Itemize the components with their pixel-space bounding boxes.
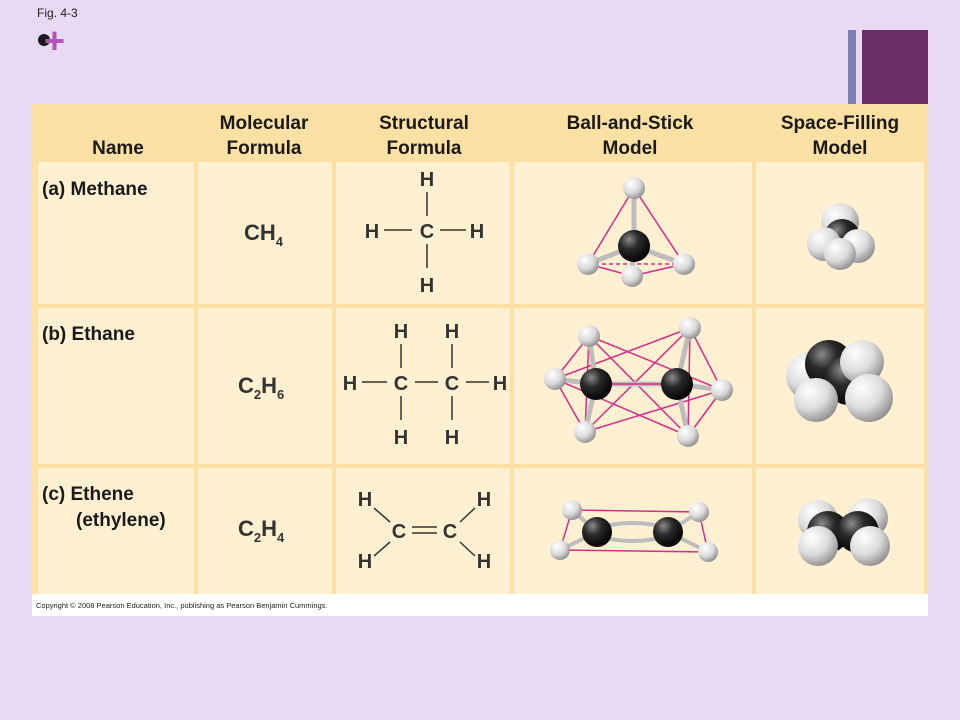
copyright-strip [32, 594, 928, 616]
header-space-line1: Space-Filling [781, 113, 899, 134]
structural-methane: H H C H H [365, 169, 484, 297]
figure-label: Fig. 4-3 [37, 6, 78, 20]
svg-text:H: H [420, 275, 434, 297]
ball-stick-ethane [544, 317, 733, 447]
header-molecular-line2: Formula [227, 138, 302, 159]
formula-ethane: C2H6 [238, 373, 284, 402]
header-ball-line1: Ball-and-Stick [567, 113, 694, 134]
svg-text:H: H [445, 427, 459, 449]
svg-text:H: H [394, 321, 408, 343]
svg-text:H: H [365, 221, 379, 243]
svg-text:H: H [343, 373, 357, 395]
svg-text:H: H [394, 427, 408, 449]
structural-ethane: H H H C C H H H [343, 321, 507, 449]
copyright-text: Copyright © 2008 Pearson Education, Inc.… [36, 601, 328, 610]
space-filling-ethene [798, 498, 890, 566]
svg-text:H: H [493, 373, 507, 395]
svg-text:C: C [394, 373, 408, 395]
row-name-ethene-alt: (ethylene) [76, 510, 166, 531]
space-filling-ethane [786, 340, 893, 422]
header-structural-line2: Formula [387, 138, 462, 159]
svg-text:C: C [392, 521, 406, 543]
header-space-line2: Model [813, 138, 868, 159]
row-name-ethane: (b) Ethane [42, 324, 135, 345]
svg-text:H: H [470, 221, 484, 243]
space-filling-methane [807, 203, 875, 270]
svg-text:H: H [477, 489, 491, 511]
svg-text:H: H [445, 321, 459, 343]
svg-text:C: C [420, 221, 434, 243]
table-cells [38, 162, 924, 594]
svg-text:C: C [445, 373, 459, 395]
header-ball-line2: Model [603, 138, 658, 159]
svg-text:C: C [443, 521, 457, 543]
svg-text:H: H [358, 489, 372, 511]
ball-stick-ethene [550, 500, 718, 562]
plus-icon: + [44, 20, 66, 61]
svg-text:H: H [358, 551, 372, 573]
hydrocarbon-table: Name Molecular Formula Structural Formul… [32, 104, 928, 616]
row-name-methane: (a) Methane [42, 179, 148, 200]
header-molecular-line1: Molecular [220, 113, 309, 134]
svg-text:H: H [477, 551, 491, 573]
header-structural-line1: Structural [379, 113, 469, 134]
svg-text:H: H [420, 169, 434, 191]
formula-methane: CH4 [244, 220, 284, 249]
header-name: Name [92, 138, 144, 159]
formula-ethene: C2H4 [238, 516, 285, 545]
structural-ethene: H H C C H H [358, 489, 491, 573]
row-name-ethene: (c) Ethene [42, 484, 134, 505]
ball-stick-methane [577, 177, 695, 287]
bullet-dot-icon [38, 34, 50, 46]
